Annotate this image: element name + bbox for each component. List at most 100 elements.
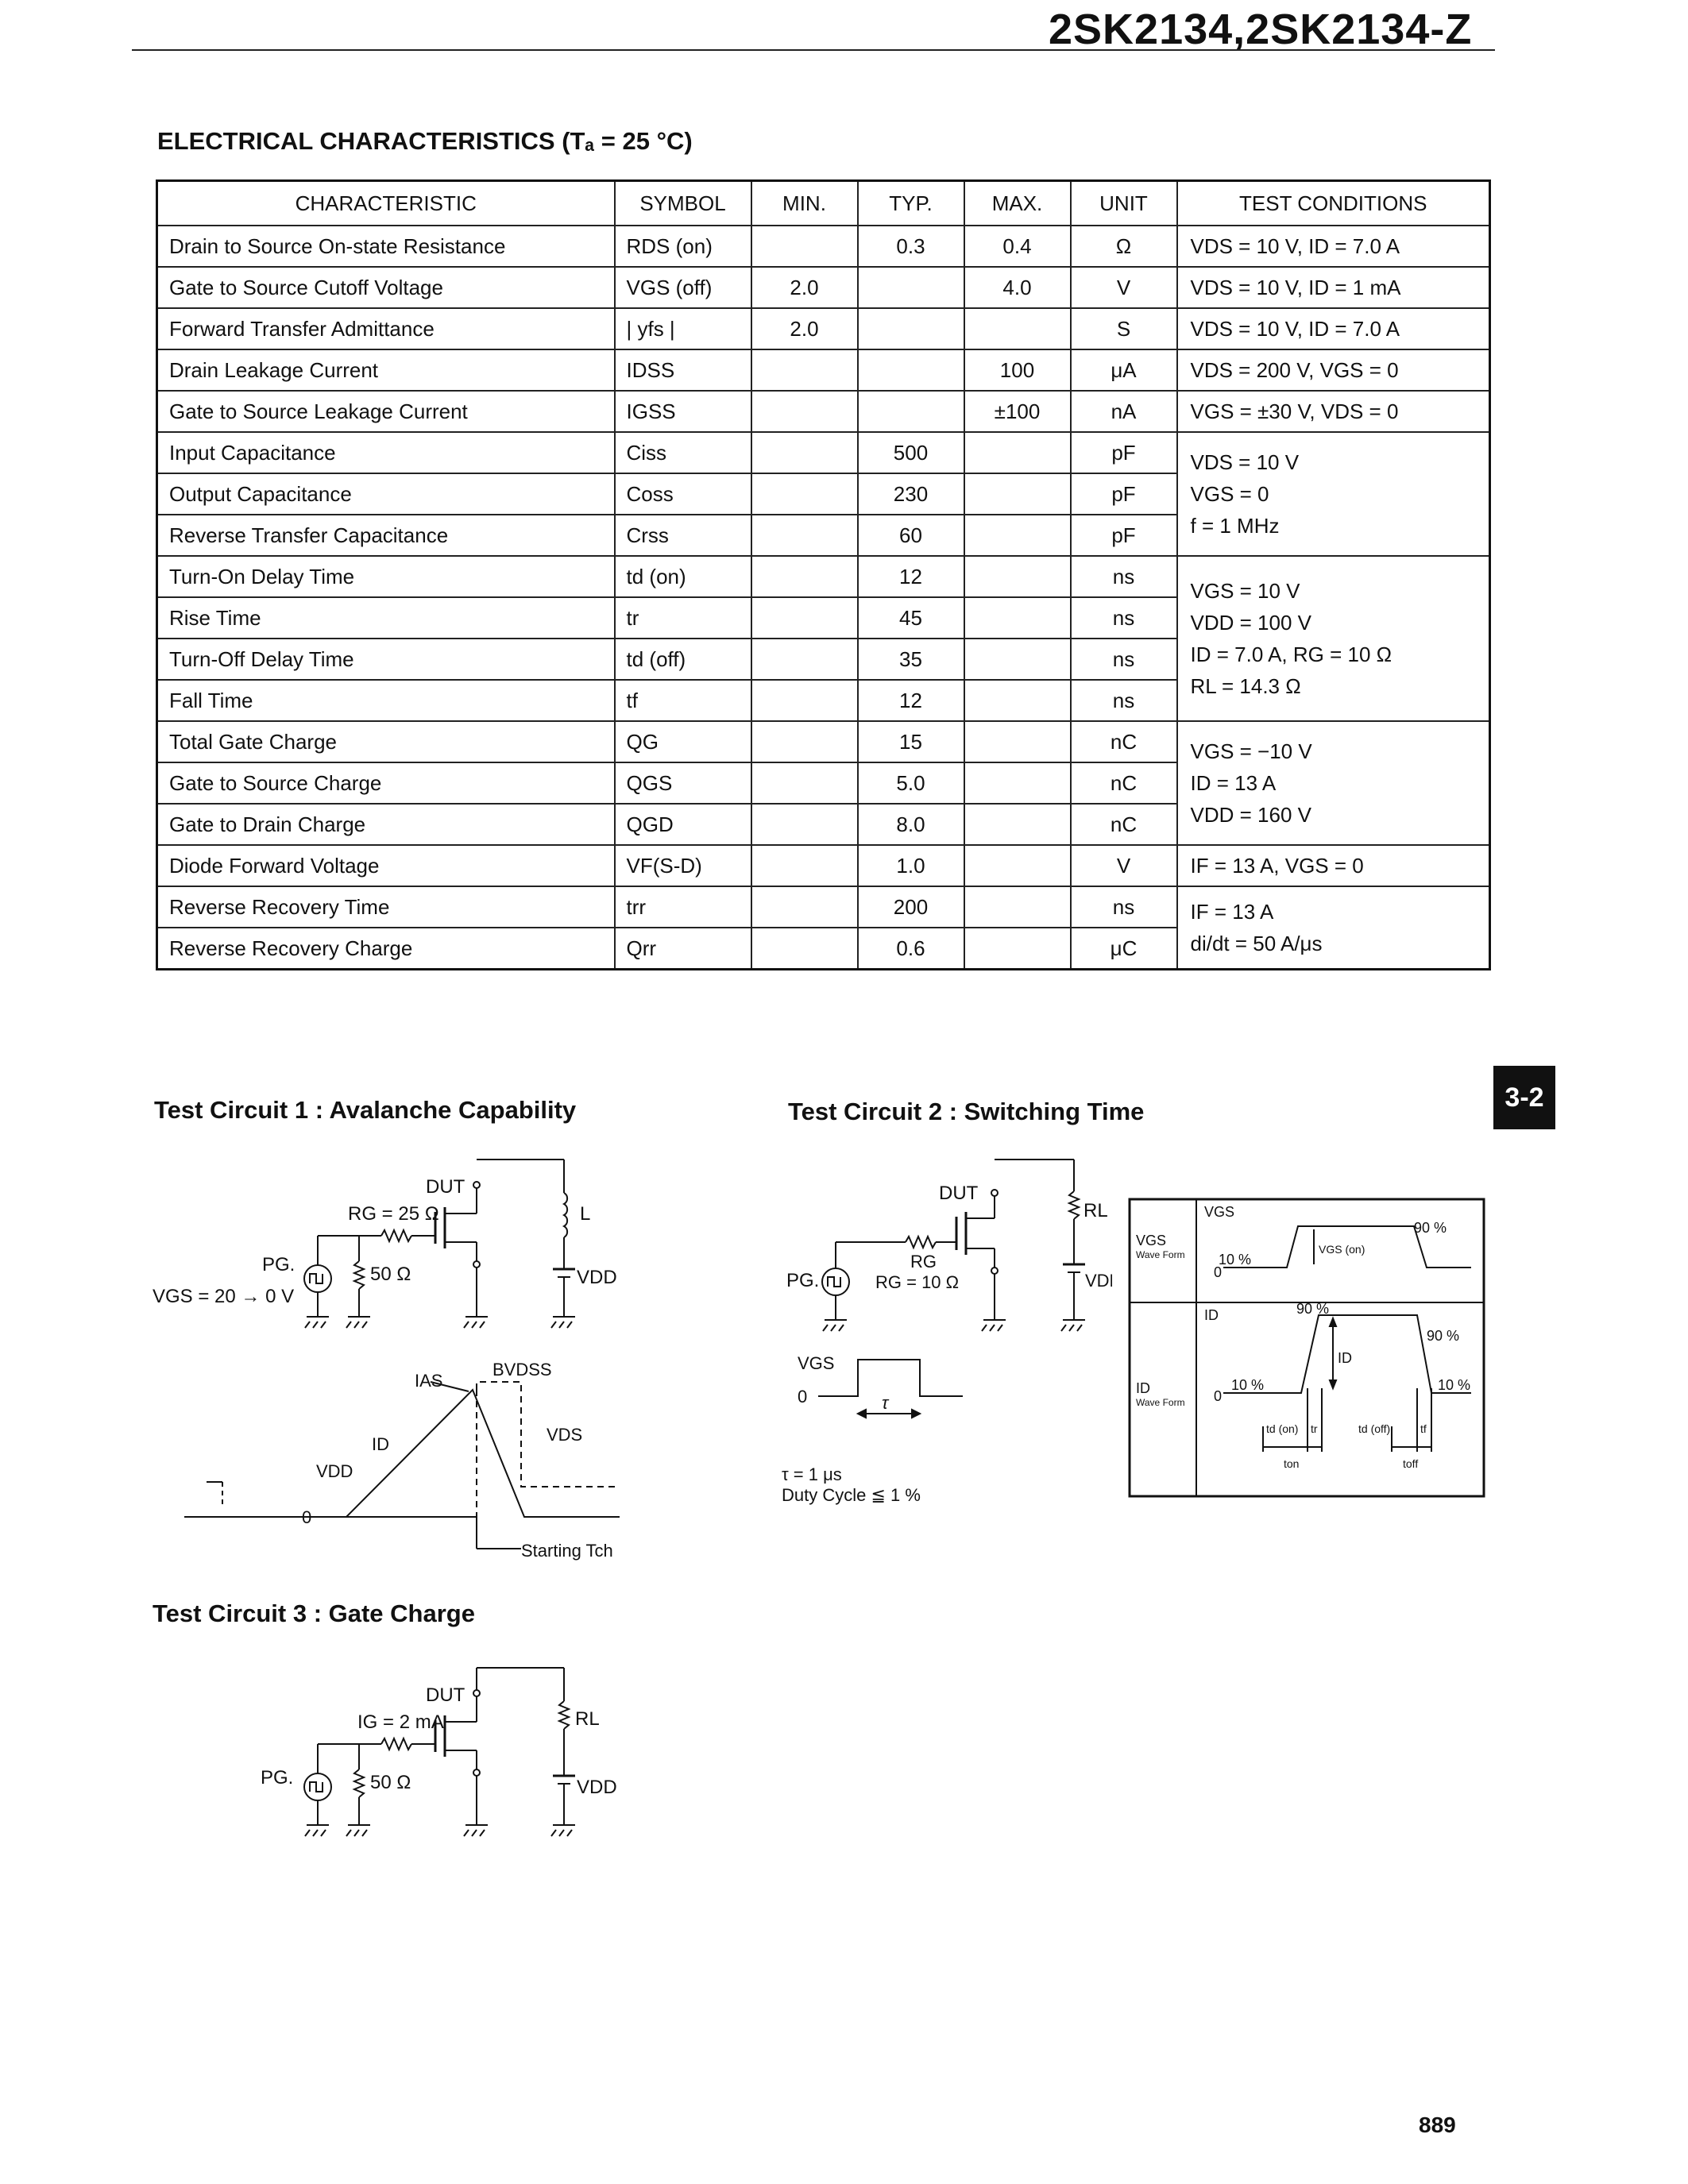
resistor-50-symbol (352, 1769, 366, 1798)
cell-typ: 35 (856, 638, 965, 681)
load-resistor-symbol (557, 1700, 571, 1730)
column-header: MIN. (750, 179, 859, 226)
cell-unit: ns (1069, 555, 1178, 598)
cell-characteristic: Drain to Source On-state Resistance (156, 225, 616, 268)
resistor-50-label: 50 Ω (370, 1264, 411, 1285)
cell-unit: nC (1069, 803, 1178, 846)
cell-unit: pF (1069, 473, 1178, 515)
ground-icon (346, 1316, 370, 1329)
section-tab: 3-2 (1493, 1066, 1555, 1129)
test-circuit-1-title: Test Circuit 1 : Avalanche Capability (154, 1096, 577, 1124)
cell-symbol: td (on) (613, 555, 752, 598)
cell-symbol: tf (613, 679, 752, 722)
test-condition-line: VDS = 10 V, ID = 7.0 A (1190, 317, 1400, 341)
vgs-on-label: VGS (on) (1319, 1243, 1365, 1256)
cell-typ: 12 (856, 679, 965, 722)
ground-icon (550, 1316, 575, 1329)
rg-label: RG (910, 1252, 937, 1271)
cell-symbol: Crss (613, 514, 752, 557)
cell-symbol: QGD (613, 803, 752, 846)
cell-characteristic: Reverse Recovery Charge (156, 927, 616, 970)
cell-max (963, 762, 1072, 805)
cell-min (750, 927, 859, 970)
cell-unit: pF (1069, 431, 1178, 474)
pg-label: PG. (261, 1767, 293, 1788)
td-off-label: td (off) (1358, 1422, 1390, 1435)
test-condition-line: VDS = 10 V, ID = 7.0 A (1190, 234, 1400, 258)
cell-characteristic: Output Capacitance (156, 473, 616, 515)
cell-typ: 5.0 (856, 762, 965, 805)
test-circuit-3-title: Test Circuit 3 : Gate Charge (153, 1599, 475, 1627)
cell-characteristic: Rise Time (156, 596, 616, 639)
page-number: 889 (1419, 2113, 1456, 2137)
cell-unit: ns (1069, 638, 1178, 681)
cell-characteristic: Gate to Source Leakage Current (156, 390, 616, 433)
test-condition-line: VDS = 200 V, VGS = 0 (1190, 358, 1399, 382)
column-header: SYMBOL (613, 179, 752, 226)
cell-max (963, 431, 1072, 474)
test-circuit-3-diagram: DUT IG = 2 mA RL PG. 50 Ω VDD (261, 1667, 617, 1837)
test-condition-line: VDD = 160 V (1190, 803, 1311, 827)
cell-min (750, 844, 859, 887)
cell-max (963, 473, 1072, 515)
id-amplitude-label: ID (1338, 1350, 1352, 1366)
cell-characteristic: Drain Leakage Current (156, 349, 616, 392)
ground-icon (822, 1319, 847, 1332)
cell-min (750, 225, 859, 268)
cell-unit: ns (1069, 679, 1178, 722)
vdd-label: VDD (577, 1777, 617, 1798)
test-circuit-2-title: Test Circuit 2 : Switching Time (788, 1098, 1145, 1125)
cell-characteristic: Gate to Source Cutoff Voltage (156, 266, 616, 309)
test-circuit-2-diagram: DUT RL RG RG = 10 Ω PG. VDD VGS 0 τ τ = … (782, 1159, 1112, 1505)
starting-tch-label: Starting Tch (521, 1541, 613, 1561)
test-condition-line: di/dt = 50 A/μs (1190, 932, 1323, 955)
test-condition-line: VGS = −10 V (1190, 739, 1312, 763)
toff-label: toff (1403, 1457, 1418, 1470)
cell-unit: S (1069, 307, 1178, 350)
cell-max (963, 555, 1072, 598)
cell-unit: nC (1069, 762, 1178, 805)
cell-symbol: VF(S-D) (613, 844, 752, 887)
cell-characteristic: Diode Forward Voltage (156, 844, 616, 887)
id-90pct-label-right: 90 % (1427, 1328, 1459, 1344)
cell-test-conditions: VDS = 10 V, ID = 7.0 A (1176, 225, 1491, 268)
avalanche-waveform (184, 1381, 620, 1549)
bvdss-label: BVDSS (492, 1360, 552, 1379)
cell-characteristic: Reverse Transfer Capacitance (156, 514, 616, 557)
cell-min (750, 762, 859, 805)
column-header: TEST CONDITIONS (1176, 179, 1491, 226)
dut-label: DUT (939, 1183, 979, 1204)
cell-unit: nA (1069, 390, 1178, 433)
gate-pulse-waveform (818, 1359, 963, 1419)
ton-label: ton (1284, 1457, 1299, 1470)
cell-max: 4.0 (963, 266, 1072, 309)
ground-icon (304, 1824, 329, 1837)
wave-id-label: ID (1204, 1307, 1219, 1323)
tf-label: tf (1420, 1422, 1427, 1435)
ground-icon (346, 1824, 370, 1837)
cell-typ (856, 349, 965, 392)
cell-characteristic: Forward Transfer Admittance (156, 307, 616, 350)
test-condition-line: VDD = 100 V (1190, 611, 1311, 635)
cell-max: ±100 (963, 390, 1072, 433)
test-circuit-1-diagram: DUT RG = 25 Ω L PG. 50 Ω VGS = 20 → 0 V … (153, 1159, 620, 1561)
vdd-label: VDD (1085, 1271, 1112, 1291)
cell-characteristic: Fall Time (156, 679, 616, 722)
cell-max (963, 307, 1072, 350)
cell-typ: 0.6 (856, 927, 965, 970)
cell-characteristic: Gate to Drain Charge (156, 803, 616, 846)
cell-test-conditions: VDS = 10 V, ID = 1 mA (1176, 266, 1491, 309)
cell-max: 0.4 (963, 225, 1072, 268)
cell-unit: μA (1069, 349, 1178, 392)
id-zero-label: 0 (1214, 1388, 1222, 1404)
rg-label: RG = 25 Ω (348, 1203, 439, 1225)
cell-symbol: IGSS (613, 390, 752, 433)
tr-label: tr (1311, 1422, 1318, 1435)
